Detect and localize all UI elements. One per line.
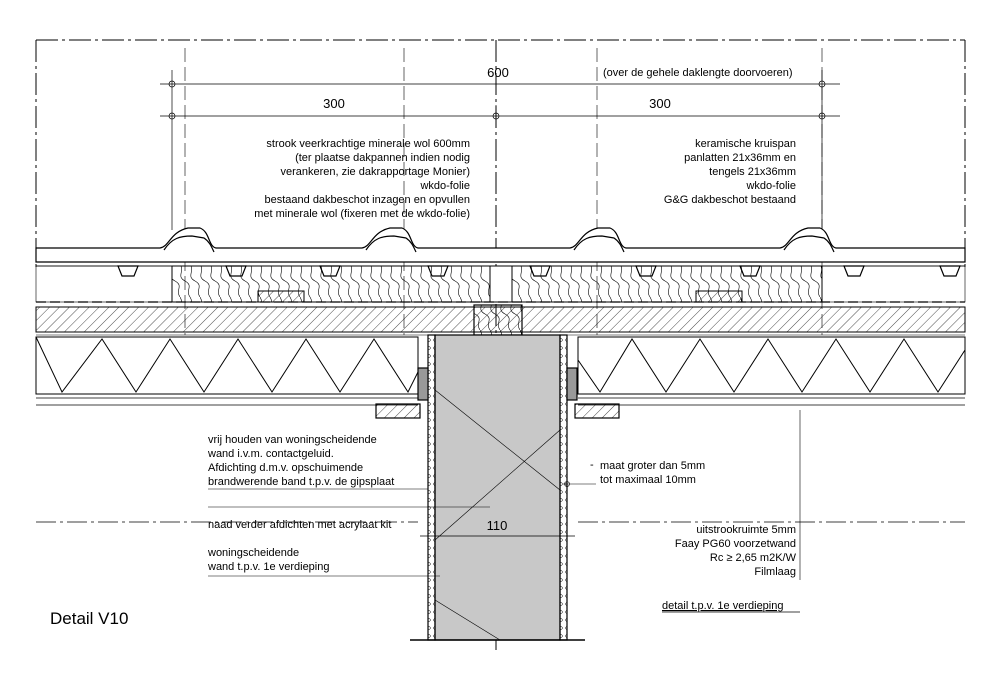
- svg-text:bestaand dakbeschot inzagen en: bestaand dakbeschot inzagen en opvullen: [265, 194, 471, 206]
- svg-text:wand t.p.v. 1e verdieping: wand t.p.v. 1e verdieping: [207, 561, 329, 573]
- svg-text:tengels 21x36mm: tengels 21x36mm: [709, 166, 796, 178]
- ceiling-lines: [36, 397, 965, 523]
- svg-text:Afdichting d.m.v. opschuimende: Afdichting d.m.v. opschuimende: [208, 462, 363, 474]
- svg-text:met minerale wol (fixeren met: met minerale wol (fixeren met de wkdo-fo…: [254, 208, 470, 220]
- svg-text:keramische kruispan: keramische kruispan: [695, 138, 796, 150]
- notes-left-bottom-1: vrij houden van woningscheidende wand i.…: [207, 434, 394, 488]
- roof-boarding: [35, 304, 966, 336]
- svg-text:wand i.v.m. contactgeluid.: wand i.v.m. contactgeluid.: [207, 448, 334, 460]
- roof-panel-left: [35, 336, 419, 395]
- dimension-lines: [160, 70, 840, 230]
- notes-left-bottom-2: woningscheidende wand t.p.v. 1e verdiepi…: [207, 547, 329, 573]
- note-joint: naad verder afdichten met acrylaat kit: [208, 519, 391, 531]
- svg-text:uitstrookruimte 5mm: uitstrookruimte 5mm: [696, 524, 796, 536]
- svg-text:strook veerkrachtige minerale: strook veerkrachtige minerale wol 600mm: [266, 138, 470, 150]
- dimension-total: 600: [487, 65, 509, 80]
- dimension-total-note: (over de gehele daklengte doorvoeren): [603, 67, 793, 79]
- notes-right-bottom: uitstrookruimte 5mm Faay PG60 voorzetwan…: [675, 410, 801, 580]
- notes-gap: - maat groter dan 5mm tot maximaal 10mm: [563, 459, 705, 487]
- svg-text:Filmlaag: Filmlaag: [754, 566, 796, 578]
- svg-text:-: -: [590, 459, 594, 471]
- svg-text:brandwerende band t.p.v. de gi: brandwerende band t.p.v. de gipsplaat: [208, 476, 394, 488]
- notes-right-top: keramische kruispan panlatten 21x36mm en…: [664, 138, 796, 206]
- svg-text:Faay PG60 voorzetwand: Faay PG60 voorzetwand: [675, 538, 796, 550]
- detail-label: detail t.p.v. 1e verdieping: [662, 600, 783, 612]
- svg-text:panlatten 21x36mm en: panlatten 21x36mm en: [684, 152, 796, 164]
- svg-text:wkdo-folie: wkdo-folie: [419, 180, 470, 192]
- dimension-wall: 110: [487, 518, 508, 533]
- svg-text:verankeren, zie dakrapportage: verankeren, zie dakrapportage Monier): [280, 166, 470, 178]
- drawing-title: Detail V10: [50, 609, 128, 628]
- svg-text:maat groter dan 5mm: maat groter dan 5mm: [600, 460, 705, 472]
- svg-text:(ter plaatse dakpannen indien: (ter plaatse dakpannen indien nodig: [295, 152, 470, 164]
- wall-core: [434, 334, 561, 641]
- svg-text:vrij houden van woningscheiden: vrij houden van woningscheidende: [208, 434, 377, 446]
- dimension-left: 300: [323, 96, 345, 111]
- svg-text:Rc ≥ 2,65 m2K/W: Rc ≥ 2,65 m2K/W: [710, 552, 797, 564]
- notes-left-top: strook veerkrachtige minerale wol 600mm …: [254, 138, 470, 220]
- svg-text:woningscheidende: woningscheidende: [207, 547, 299, 559]
- dimension-right: 300: [649, 96, 671, 111]
- battens-and-wool: [35, 265, 966, 303]
- svg-text:G&G dakbeschot bestaand: G&G dakbeschot bestaand: [664, 194, 796, 206]
- roof-panel-right: [577, 336, 966, 395]
- svg-text:tot maximaal 10mm: tot maximaal 10mm: [600, 474, 696, 486]
- svg-text:wkdo-folie: wkdo-folie: [745, 180, 796, 192]
- party-wall: [375, 334, 620, 641]
